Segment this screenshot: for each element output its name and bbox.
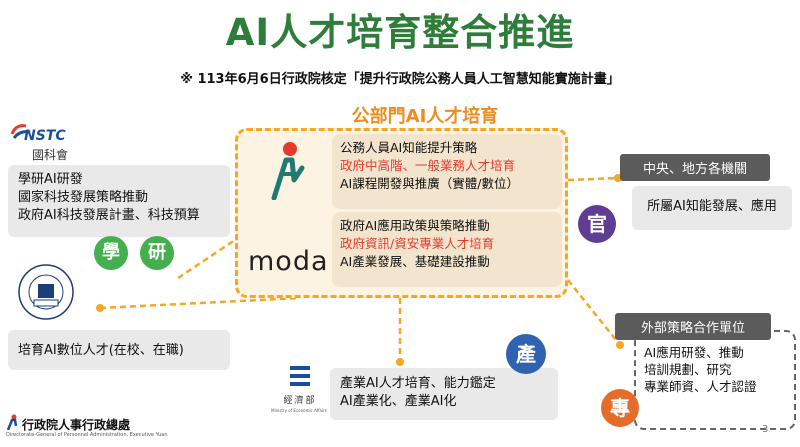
circle-yan: 研 <box>140 236 174 270</box>
nstc-name: 國科會 <box>32 148 69 162</box>
moea-en-name: Ministry of Economic Affairs <box>271 408 327 413</box>
moe-logo-icon <box>18 264 74 320</box>
center-title: 公部門AI人才培育 <box>351 106 499 127</box>
moda-line-2: 政府資訊/資安專業人才培育 <box>340 236 495 251</box>
ext-line-2: 培訓規劃、研究 <box>644 362 732 377</box>
page-subtitle: ※ 113年6月6日行政院核定「提升行政院公務人員人工智慧知能實施計畫」 <box>180 72 620 87</box>
page-number: 3 <box>762 424 769 435</box>
ext-line-3: 專業師資、人才認證 <box>644 379 757 394</box>
pa-strategy-box: 公務人員AI知能提升策略 政府中高階、一般業務人才培育 AI課程開發與推廣（實體… <box>332 134 562 209</box>
page-title: AI人才培育整合推進 <box>225 11 575 54</box>
nstc-line-2: 國家科技發展策略推動 <box>18 190 149 205</box>
ext-line-1: AI應用研發、推動 <box>644 345 744 360</box>
pa-line-2: 政府中高階、一般業務人才培育 <box>340 158 516 173</box>
nstc-line-3: 政府AI科技發展計畫、科技預算 <box>18 208 200 223</box>
moea-name: 經濟部 <box>283 396 317 406</box>
connector-nstc <box>177 238 236 280</box>
footer-org-en: Directorate-General of Personnel Adminis… <box>6 432 168 438</box>
moe-text: 培育AI數位人才(在校、在職) <box>18 343 184 358</box>
nstc-box: 學研AI研發 國家科技發展策略推動 政府AI科技發展計畫、科技預算 <box>8 165 230 237</box>
nstc-logo-text: NSTC <box>24 128 66 144</box>
nstc-line-1: 學研AI研發 <box>18 172 83 187</box>
connector-ext <box>567 279 621 346</box>
circle-guan: 官 <box>578 205 616 243</box>
circle-zhuan: 專 <box>601 389 639 427</box>
moe-box: 培育AI數位人才(在校、在職) <box>8 330 230 370</box>
ext-tag: 外部策略合作單位 <box>615 313 771 340</box>
dgpa-logo-icon <box>6 414 18 430</box>
moea-box: 產業AI人才培育、能力鑑定 AI產業化、產業AI化 <box>330 368 558 420</box>
gov-text: 所屬AI知能發展、應用 <box>647 199 777 214</box>
moda-box: 政府AI應用政策與策略推動 政府資訊/資安專業人才培育 AI產業發展、基礎建設推… <box>332 212 562 287</box>
moda-line-1: 政府AI應用政策與策略推動 <box>340 218 490 233</box>
ext-box: AI應用研發、推動 培訓規劃、研究 專業師資、人才認證 <box>634 330 796 430</box>
connector-gov <box>567 176 619 182</box>
moea-line-2: AI產業化、產業AI化 <box>340 394 457 409</box>
circle-xue: 學 <box>94 236 128 270</box>
connector-moe <box>99 296 301 310</box>
pa-line-3: AI課程開發與推廣（實體/數位） <box>340 176 519 191</box>
pa-logo-icon <box>271 142 305 200</box>
gov-tag: 中央、地方各機關 <box>620 154 770 181</box>
gov-box: 所屬AI知能發展、應用 <box>632 186 792 230</box>
moda-logo: moda <box>248 246 329 277</box>
moea-logo-icon <box>290 366 310 386</box>
nstc-logo-icon <box>10 124 31 139</box>
moda-line-3: AI產業發展、基礎建設推動 <box>340 254 490 269</box>
footer-org-name: 行政院人事行政總處 <box>22 418 131 432</box>
circle-chan: 產 <box>506 334 546 374</box>
pa-line-1: 公務人員AI知能提升策略 <box>340 140 478 155</box>
moea-line-1: 產業AI人才培育、能力鑑定 <box>340 376 496 391</box>
